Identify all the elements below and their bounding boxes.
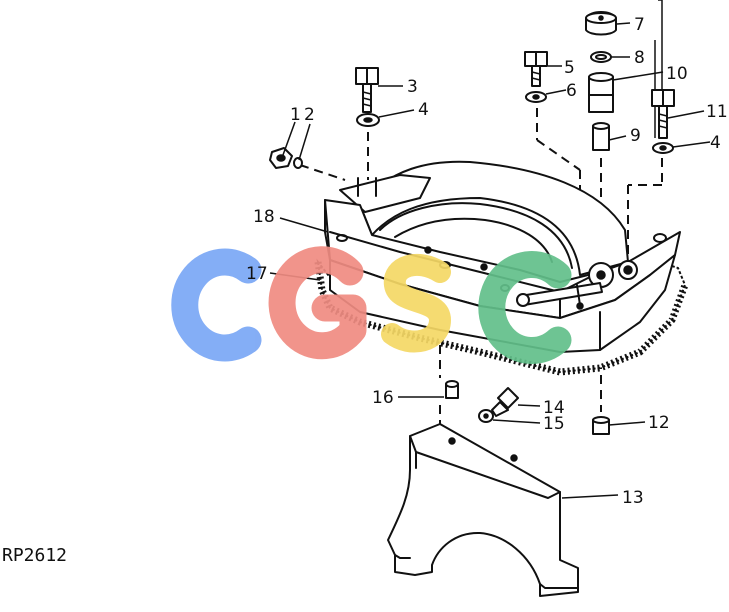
watermark-letter-c xyxy=(171,248,262,362)
housing xyxy=(324,160,681,353)
callout-7: 7 xyxy=(634,15,645,35)
callout-18: 18 xyxy=(253,207,275,227)
callout-2: 2 xyxy=(304,105,315,125)
callout-1: 1 xyxy=(290,105,301,125)
callout-16: 16 xyxy=(372,388,394,408)
callout-17: 17 xyxy=(246,264,268,284)
watermark-letter-s xyxy=(381,253,452,353)
callout-9: 9 xyxy=(630,126,641,146)
figure-code: RP2612 xyxy=(2,545,67,566)
callout-15: 15 xyxy=(543,414,565,434)
parts-small xyxy=(269,11,675,435)
callout-11: 11 xyxy=(706,102,728,122)
callout-8: 8 xyxy=(634,48,645,68)
callout-3: 3 xyxy=(407,77,418,97)
callout-6: 6 xyxy=(566,81,577,101)
watermark-letter-g xyxy=(268,246,367,360)
watermark-letter-c xyxy=(478,251,572,364)
callout-14: 14 xyxy=(543,398,565,418)
watermark xyxy=(171,246,572,364)
callouts: 1 2 3 4 4 5 6 7 8 9 10 11 12 13 14 15 16… xyxy=(246,15,728,508)
leader-lines xyxy=(269,22,711,499)
callout-10: 10 xyxy=(666,64,688,84)
skid-plate xyxy=(387,423,579,597)
callout-5: 5 xyxy=(564,58,575,78)
callout-13: 13 xyxy=(622,488,644,508)
callout-4-right: 4 xyxy=(710,133,721,153)
callout-4: 4 xyxy=(418,100,429,120)
callout-12: 12 xyxy=(648,413,670,433)
